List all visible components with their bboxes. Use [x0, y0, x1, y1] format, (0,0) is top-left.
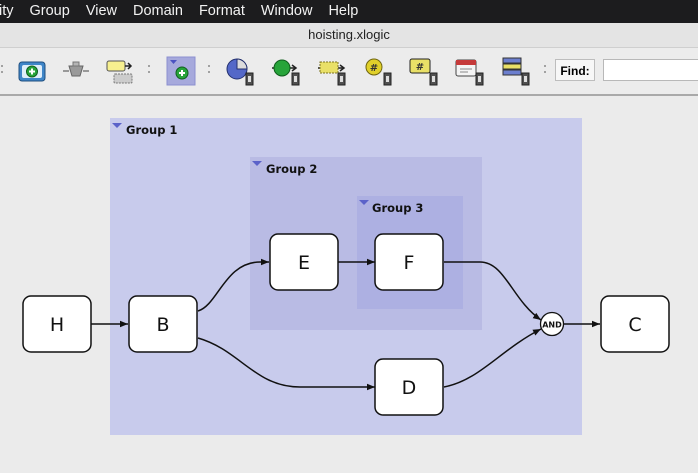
node-h-label: H	[50, 314, 64, 336]
find-label: Find:	[555, 59, 595, 81]
menu-item-entity[interactable]: ity	[0, 3, 14, 19]
window-title: hoisting.xlogic	[0, 23, 698, 48]
toolbar: # # Find:	[0, 48, 698, 96]
node-c-label: C	[628, 314, 641, 336]
svg-text:#: #	[370, 63, 378, 74]
menu-item-domain[interactable]: Domain	[132, 3, 183, 19]
node-b[interactable]: B	[128, 295, 198, 353]
menu-item-group[interactable]: Group	[29, 3, 70, 19]
node-d-label: D	[402, 377, 417, 399]
toolbar-separator	[147, 63, 150, 77]
start-node-icon[interactable]	[270, 55, 302, 87]
group-1-collapse-icon[interactable]	[112, 123, 122, 128]
hash-node-icon[interactable]: #	[362, 55, 394, 87]
diagram-canvas[interactable]: Group 1 Group 2 Group 3 H	[0, 96, 698, 468]
node-e-label: E	[298, 252, 310, 274]
menu-item-view[interactable]: View	[85, 3, 117, 19]
hash-card-node-icon[interactable]: #	[408, 55, 440, 87]
group-components-icon[interactable]	[104, 55, 136, 87]
group-3-label: Group 3	[372, 201, 423, 215]
group-1-label: Group 1	[126, 123, 177, 137]
menu-item-format[interactable]: Format	[198, 3, 245, 19]
add-group-icon[interactable]	[165, 55, 197, 87]
edge-b-d[interactable]	[197, 337, 375, 391]
node-c[interactable]: C	[600, 295, 670, 353]
node-h[interactable]: H	[22, 295, 92, 353]
and-gate[interactable]: AND	[539, 311, 565, 337]
group-2-collapse-icon[interactable]	[252, 161, 262, 166]
toolbar-separator	[0, 63, 3, 77]
toolbar-separator	[543, 63, 546, 77]
calendar-node-icon[interactable]	[454, 55, 486, 87]
node-e[interactable]: E	[269, 233, 339, 291]
add-component-icon[interactable]	[16, 55, 48, 87]
node-f-label: F	[404, 252, 415, 274]
svg-text:#: #	[416, 62, 424, 73]
node-f[interactable]: F	[374, 233, 444, 291]
group-2-label: Group 2	[266, 162, 317, 176]
edge-f-and[interactable]	[444, 261, 542, 321]
process-node-icon[interactable]	[316, 55, 348, 87]
toolbar-separator	[207, 63, 210, 77]
pie-node-icon[interactable]	[224, 55, 256, 87]
menu-item-window[interactable]: Window	[260, 3, 313, 19]
menu-bar: ity Group View Domain Format Window Help	[0, 0, 698, 23]
group-3-collapse-icon[interactable]	[359, 200, 369, 205]
menu-item-help[interactable]: Help	[328, 3, 359, 19]
find-input[interactable]	[603, 59, 698, 81]
node-d[interactable]: D	[374, 358, 444, 416]
node-b-label: B	[156, 314, 169, 336]
edge-d-and[interactable]	[443, 328, 542, 388]
stack-node-icon[interactable]	[500, 55, 532, 87]
edge-b-e[interactable]	[197, 258, 269, 312]
connector-icon[interactable]	[60, 55, 92, 87]
and-gate-label: AND	[542, 321, 562, 330]
